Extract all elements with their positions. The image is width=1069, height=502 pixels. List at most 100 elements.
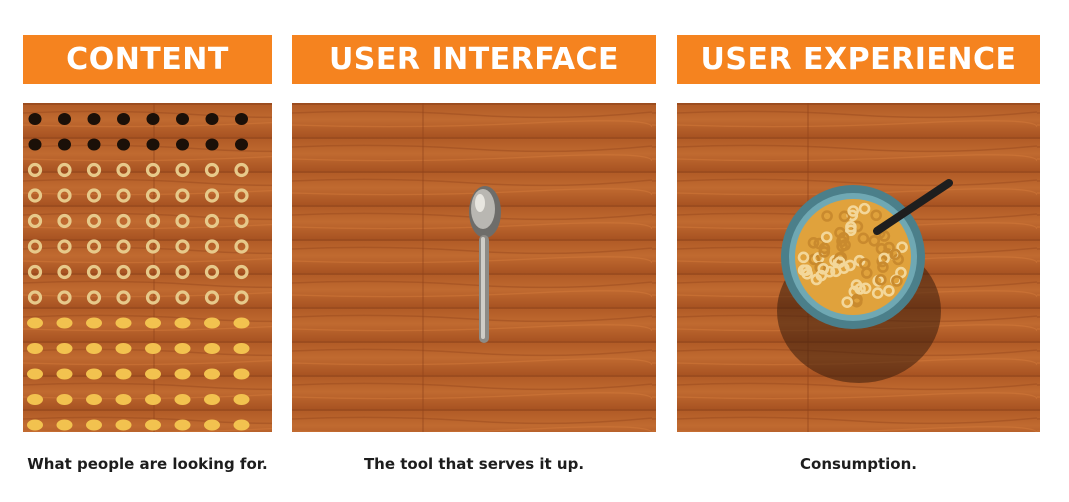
cereal-piece [87,113,101,125]
cereal-piece [205,113,219,125]
cereal-ring [838,210,851,223]
cereal-piece [204,419,220,431]
cereal-piece [86,264,102,280]
cereal-piece [57,264,72,280]
cereal-piece [57,239,72,254]
spoon-photo [292,103,656,432]
cereal-ring [875,273,887,286]
cereal-piece [117,113,130,125]
cereal-piece [145,368,161,380]
cereal-piece [204,290,220,305]
cereal-piece [28,113,42,125]
cereal-piece [146,138,160,151]
cereal-piece [115,368,132,380]
cereal-piece [145,264,161,280]
cereal-bowl-photo [677,103,1040,432]
cereal-piece [115,419,132,431]
panel-user-interface: USER INTERFACE The tool that serves it u… [292,35,656,473]
cereal-ring [833,256,846,269]
cereal-piece [145,290,161,305]
cereal-piece [174,368,191,380]
user-interface-header: USER INTERFACE [292,35,656,84]
cereal-piece [115,343,132,354]
cereal-ring [896,241,908,253]
cereal-piece [27,368,43,380]
cereal-piece [233,317,250,329]
cereal-piece [145,188,161,203]
panel-user-experience: USER EXPERIENCE Consumption. [677,35,1040,473]
cereal-piece [176,113,189,125]
cereal-piece [204,162,220,178]
cereal-piece [235,138,248,151]
cereal-piece [233,368,250,380]
cereal-ring [797,251,810,264]
cereal-ring [891,275,903,287]
cereal-ring [847,205,859,217]
cereal-piece [116,264,131,280]
cereal-ring [878,230,891,242]
cereal-piece [86,239,102,254]
cereal-ring [889,248,901,261]
cereal-piece [205,138,219,151]
cereal-piece [56,419,73,431]
cereal-piece [233,419,250,431]
cereal-piece [27,343,43,354]
cereal-piece [86,368,102,380]
cereal-piece [57,162,72,178]
cereal-piece [57,290,72,305]
cereal-piece [175,264,190,280]
cereal-piece [116,162,131,178]
cereal-piece [27,290,43,305]
cereal-piece [145,343,161,354]
content-header: CONTENT [23,35,272,84]
cereal-piece [204,317,220,329]
user-interface-caption: The tool that serves it up. [363,455,585,473]
cereal-piece [204,394,220,405]
cereal-piece [116,213,131,229]
cereal-piece [86,394,102,405]
cereal-piece [234,188,249,203]
cereal-piece [116,188,131,203]
cereal-piece [27,239,43,254]
cereal-ring [807,236,820,249]
cereal-piece [27,162,43,178]
spoon-icon [469,186,501,343]
cereal-ring [871,287,884,299]
cereal-piece [27,213,43,229]
cereal-piece [175,162,190,178]
cereal-piece [57,213,72,229]
cereal-piece [175,290,190,305]
cereal-piece [174,419,191,431]
cereal-ring [841,296,853,308]
cereal-piece [56,343,73,354]
cereal-piece [234,264,249,280]
cereal-piece [204,264,220,280]
cereal-piece [204,368,220,380]
cereal-piece [115,394,132,405]
cereal-ring [858,257,871,270]
cereal-piece [145,419,161,431]
cereal-piece [56,368,73,380]
cereal-piece [27,188,43,203]
cereal-piece [234,213,249,229]
cereal-piece [234,239,249,254]
cereal-ring [820,231,833,243]
cereal-ring [870,209,882,222]
cereal-piece [86,419,102,431]
bowl-spoon-handle [873,179,953,235]
cereal-piece [27,264,43,280]
cereal-ring [850,279,863,291]
cereal-piece [145,239,161,254]
cereal-ingredients-photo [23,103,272,432]
cereal-piece [233,343,250,354]
cereal-ring [830,265,842,278]
cereal-ring [844,259,856,272]
cereal-ring [868,234,881,247]
cereal-piece [234,290,249,305]
cereal-ring [821,210,833,222]
cereal-ring [857,232,870,245]
cereal-piece [145,162,161,178]
cereal-piece [27,317,43,329]
cereal-ring [834,252,846,264]
cereal-piece [145,213,161,229]
